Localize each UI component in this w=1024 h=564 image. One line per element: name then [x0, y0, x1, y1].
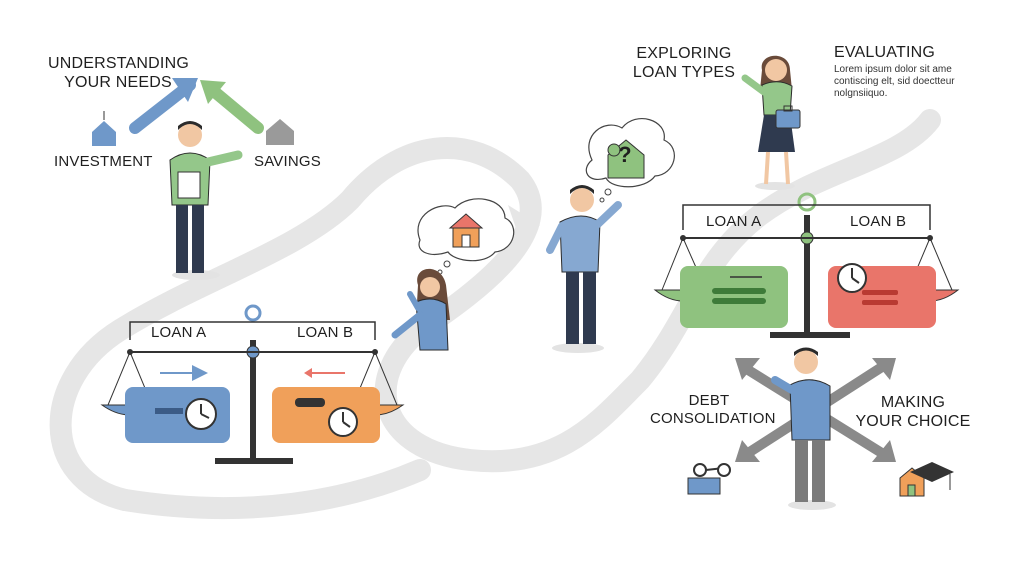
thought-bubble-question — [585, 118, 675, 203]
exploring-loan-types-label: EXPLORING LOAN TYPES — [632, 45, 736, 81]
clock-icon — [837, 263, 867, 293]
clock-icon — [328, 407, 358, 437]
clock-icon — [185, 398, 217, 430]
left-scale-loan-a-label: LOAN A — [151, 324, 207, 341]
savings-arrow-icon — [204, 82, 264, 134]
thought-bubble-house — [417, 198, 515, 275]
left-scale — [100, 304, 405, 464]
investment-label: INVESTMENT — [54, 153, 153, 170]
investment-arrow-icon — [129, 79, 196, 134]
path-arrow-icon — [508, 205, 540, 240]
making-your-choice-label: MAKING YOUR CHOICE — [855, 394, 971, 430]
savings-house-icon — [266, 119, 294, 145]
left-scale-loan-b-label: LOAN B — [297, 324, 354, 341]
right-scale — [653, 192, 960, 338]
evaluating-description: Lorem ipsum dolor sit ame contiscing elt… — [834, 64, 955, 99]
graduation-cap-icon — [899, 462, 954, 497]
person-woman — [391, 268, 450, 351]
briefcase-icon — [775, 105, 801, 129]
investment-house-icon — [92, 111, 116, 146]
evaluating-label: EVALUATING — [834, 44, 935, 61]
right-scale-loan-b-label: LOAN B — [850, 213, 907, 230]
person-planner — [169, 121, 243, 280]
journey-path-lower — [114, 459, 431, 520]
house-icon — [448, 213, 484, 248]
question-mark-text: ? — [618, 142, 632, 167]
person-evaluator — [741, 55, 801, 190]
question-mark-icon — [607, 139, 645, 179]
key-icon — [687, 463, 731, 495]
debt-consolidation-label: DEBT CONSOLIDATION — [650, 392, 776, 427]
person-suit — [546, 185, 622, 353]
savings-label: SAVINGS — [254, 153, 321, 170]
understanding-needs-label: UNDERSTANDING YOUR NEEDS — [48, 55, 189, 91]
right-scale-loan-a-label: LOAN A — [706, 213, 762, 230]
person-chooser — [771, 347, 836, 510]
savings-arrowhead-icon — [200, 80, 226, 104]
investment-arrowhead-icon — [172, 78, 198, 102]
